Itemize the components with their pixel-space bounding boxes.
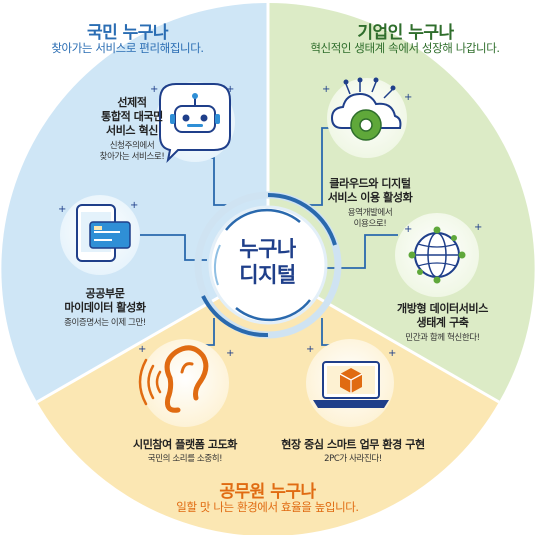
ear-listening-icon bbox=[138, 345, 209, 413]
svg-text:+: + bbox=[130, 200, 138, 211]
public-title: 공무원 누구나 bbox=[219, 482, 316, 502]
svg-text:+: + bbox=[388, 348, 396, 359]
card-cloud-sub-1: 용역개발에서 bbox=[347, 208, 393, 218]
card-globe-sub-1: 민간과 함께 혁신한다! bbox=[405, 333, 480, 343]
card-robot-title-3: 서비스 혁신 bbox=[105, 124, 159, 137]
laptop-box-icon bbox=[313, 361, 389, 408]
card-cloud-title-1: 클라우드와 디지털 bbox=[329, 177, 411, 190]
svg-text:+: + bbox=[58, 204, 66, 215]
card-wallet-sub-1: 종이증명서는 이제 그만! bbox=[64, 318, 146, 328]
svg-text:+: + bbox=[226, 348, 234, 359]
card-wallet-title-2: 마이데이터 활성화 bbox=[64, 301, 146, 314]
card-globe-title-2: 생태계 구축 bbox=[416, 316, 469, 329]
card-robot-title-2: 통합적 대국민 bbox=[101, 110, 163, 123]
robot-chat-icon bbox=[159, 83, 231, 164]
public-subtitle: 일할 맛 나는 환경에서 효율을 높입니다. bbox=[176, 500, 359, 514]
card-robot-text: 선제적 통합적 대국민 서비스 혁신 신청주의에서 찾아가는 서비스로! bbox=[92, 96, 172, 163]
svg-text:+: + bbox=[138, 344, 146, 355]
cloud-gear-icon bbox=[330, 77, 402, 141]
center-label: 누구나 디지털 bbox=[205, 236, 330, 288]
card-cloud-title-2: 서비스 이용 활성화 bbox=[327, 191, 413, 204]
sparkle-decorations: + + + + + + + + + + + + bbox=[58, 84, 482, 359]
card-ear-sub-1: 국민의 소리를 소중히! bbox=[147, 454, 223, 464]
card-laptop-sub-1: 2PC가 사라진다! bbox=[324, 454, 382, 464]
center-hub bbox=[194, 191, 342, 339]
svg-text:+: + bbox=[474, 222, 482, 233]
card-cloud-text: 클라우드와 디지털 서비스 이용 활성화 용역개발에서 이용으로! bbox=[315, 177, 425, 230]
citizen-title: 국민 누구나 bbox=[86, 23, 169, 43]
card-globe-title-1: 개방형 데이터서비스 bbox=[397, 302, 488, 315]
card-wallet-title-1: 공공부문 bbox=[85, 287, 125, 300]
citizen-subtitle: 찾아가는 서비스로 편리해집니다. bbox=[51, 41, 204, 55]
svg-text:+: + bbox=[150, 84, 158, 95]
ear-circle bbox=[141, 339, 229, 427]
card-robot-title-1: 선제적 bbox=[117, 96, 147, 109]
business-title: 기업인 누구나 bbox=[357, 23, 454, 43]
svg-text:+: + bbox=[306, 344, 314, 355]
svg-text:+: + bbox=[322, 84, 330, 95]
mobile-card-icon bbox=[76, 204, 131, 262]
center-line-2: 디지털 bbox=[239, 263, 296, 287]
network-globe-icon bbox=[408, 226, 466, 284]
card-robot-sub-1: 신청주의에서 bbox=[109, 141, 155, 151]
business-subtitle: 혁신적인 생태계 속에서 성장해 나갑니다. bbox=[310, 41, 500, 55]
card-laptop-title-1: 현장 중심 스마트 업무 환경 구현 bbox=[281, 438, 425, 451]
svg-text:+: + bbox=[404, 224, 412, 235]
card-ear-title-1: 시민참여 플랫폼 고도화 bbox=[132, 438, 238, 451]
card-globe-text: 개방형 데이터서비스 생태계 구축 민간과 함께 혁신한다! bbox=[385, 302, 500, 344]
card-robot-sub-2: 찾아가는 서비스로! bbox=[99, 152, 165, 162]
svg-text:+: + bbox=[404, 92, 412, 103]
card-ear-text: 시민참여 플랫폼 고도화 국민의 소리를 소중히! bbox=[120, 438, 250, 465]
card-laptop-text: 현장 중심 스마트 업무 환경 구현 2PC가 사라진다! bbox=[268, 438, 438, 465]
card-wallet-text: 공공부문 마이데이터 활성화 종이증명서는 이제 그만! bbox=[55, 287, 155, 329]
center-line-1: 누구나 bbox=[239, 237, 296, 261]
card-cloud-sub-2: 이용으로! bbox=[353, 219, 387, 229]
svg-text:+: + bbox=[226, 84, 234, 95]
